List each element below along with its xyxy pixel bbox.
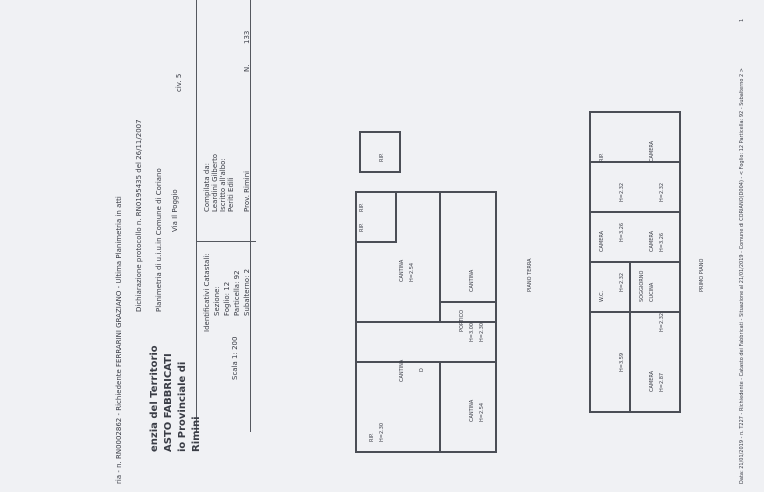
ground-floor-walls xyxy=(355,131,497,453)
first-floor-walls xyxy=(589,111,681,413)
ff-cucina: CUCINA xyxy=(649,282,655,302)
ff-camera-1: CAMERA xyxy=(649,140,655,162)
gf-rip-2: RIP. xyxy=(359,203,365,212)
first-floor-title: PRIMO PIANO xyxy=(699,258,705,292)
gf-d: D xyxy=(419,368,425,372)
ff-wc: W.C. xyxy=(599,290,605,302)
ff-h1: H=2.32 xyxy=(619,182,625,202)
gf-rip-4-h: H=2.30 xyxy=(379,422,385,442)
gf-cantina-d: CANTINA xyxy=(399,359,405,382)
gf-cantina-c-h: H=2.54 xyxy=(409,262,415,282)
gf-cantina-c: CANTINA xyxy=(399,259,405,282)
ff-soggiorno: SOGGIORNO xyxy=(639,270,645,302)
ground-floor-title: PIANO TERRA xyxy=(527,258,533,292)
ff-camera-4-h: H=2.87 xyxy=(659,372,665,392)
ff-h5: H=3.59 xyxy=(619,352,625,372)
ff-camera-4: CAMERA xyxy=(649,370,655,392)
gf-rip-1: RIP. xyxy=(359,223,365,232)
gf-rip-4: RIP. xyxy=(369,433,375,442)
page-mark: 1 xyxy=(739,18,745,22)
ff-rip: RIP. xyxy=(599,153,605,162)
gf-cantina-a: CANTINA xyxy=(469,399,475,422)
ff-h6: H=2.32 xyxy=(659,312,665,332)
ff-h4: H=2.32 xyxy=(619,272,625,292)
gf-rip-3: RIP. xyxy=(379,153,385,162)
footer-line: Data: 21/01/2019 - n. T227 - Richiedente… xyxy=(739,68,745,484)
ff-camera-2: CAMERA xyxy=(649,230,655,252)
gf-portico-h1: H=3.00 xyxy=(469,322,475,342)
gf-cantina-a-h: H=2.54 xyxy=(479,402,485,422)
ff-h3: H=3.26 xyxy=(619,222,625,242)
ff-camera-3: CAMERA xyxy=(599,230,605,252)
gf-portico: PORTICO xyxy=(459,309,465,332)
gf-cantina-b: CANTINA xyxy=(469,269,475,292)
gf-portico-h2: H=2.30 xyxy=(479,322,485,342)
ff-h2: H=2.32 xyxy=(659,182,665,202)
ff-camera-2-h: H=3.26 xyxy=(659,232,665,252)
